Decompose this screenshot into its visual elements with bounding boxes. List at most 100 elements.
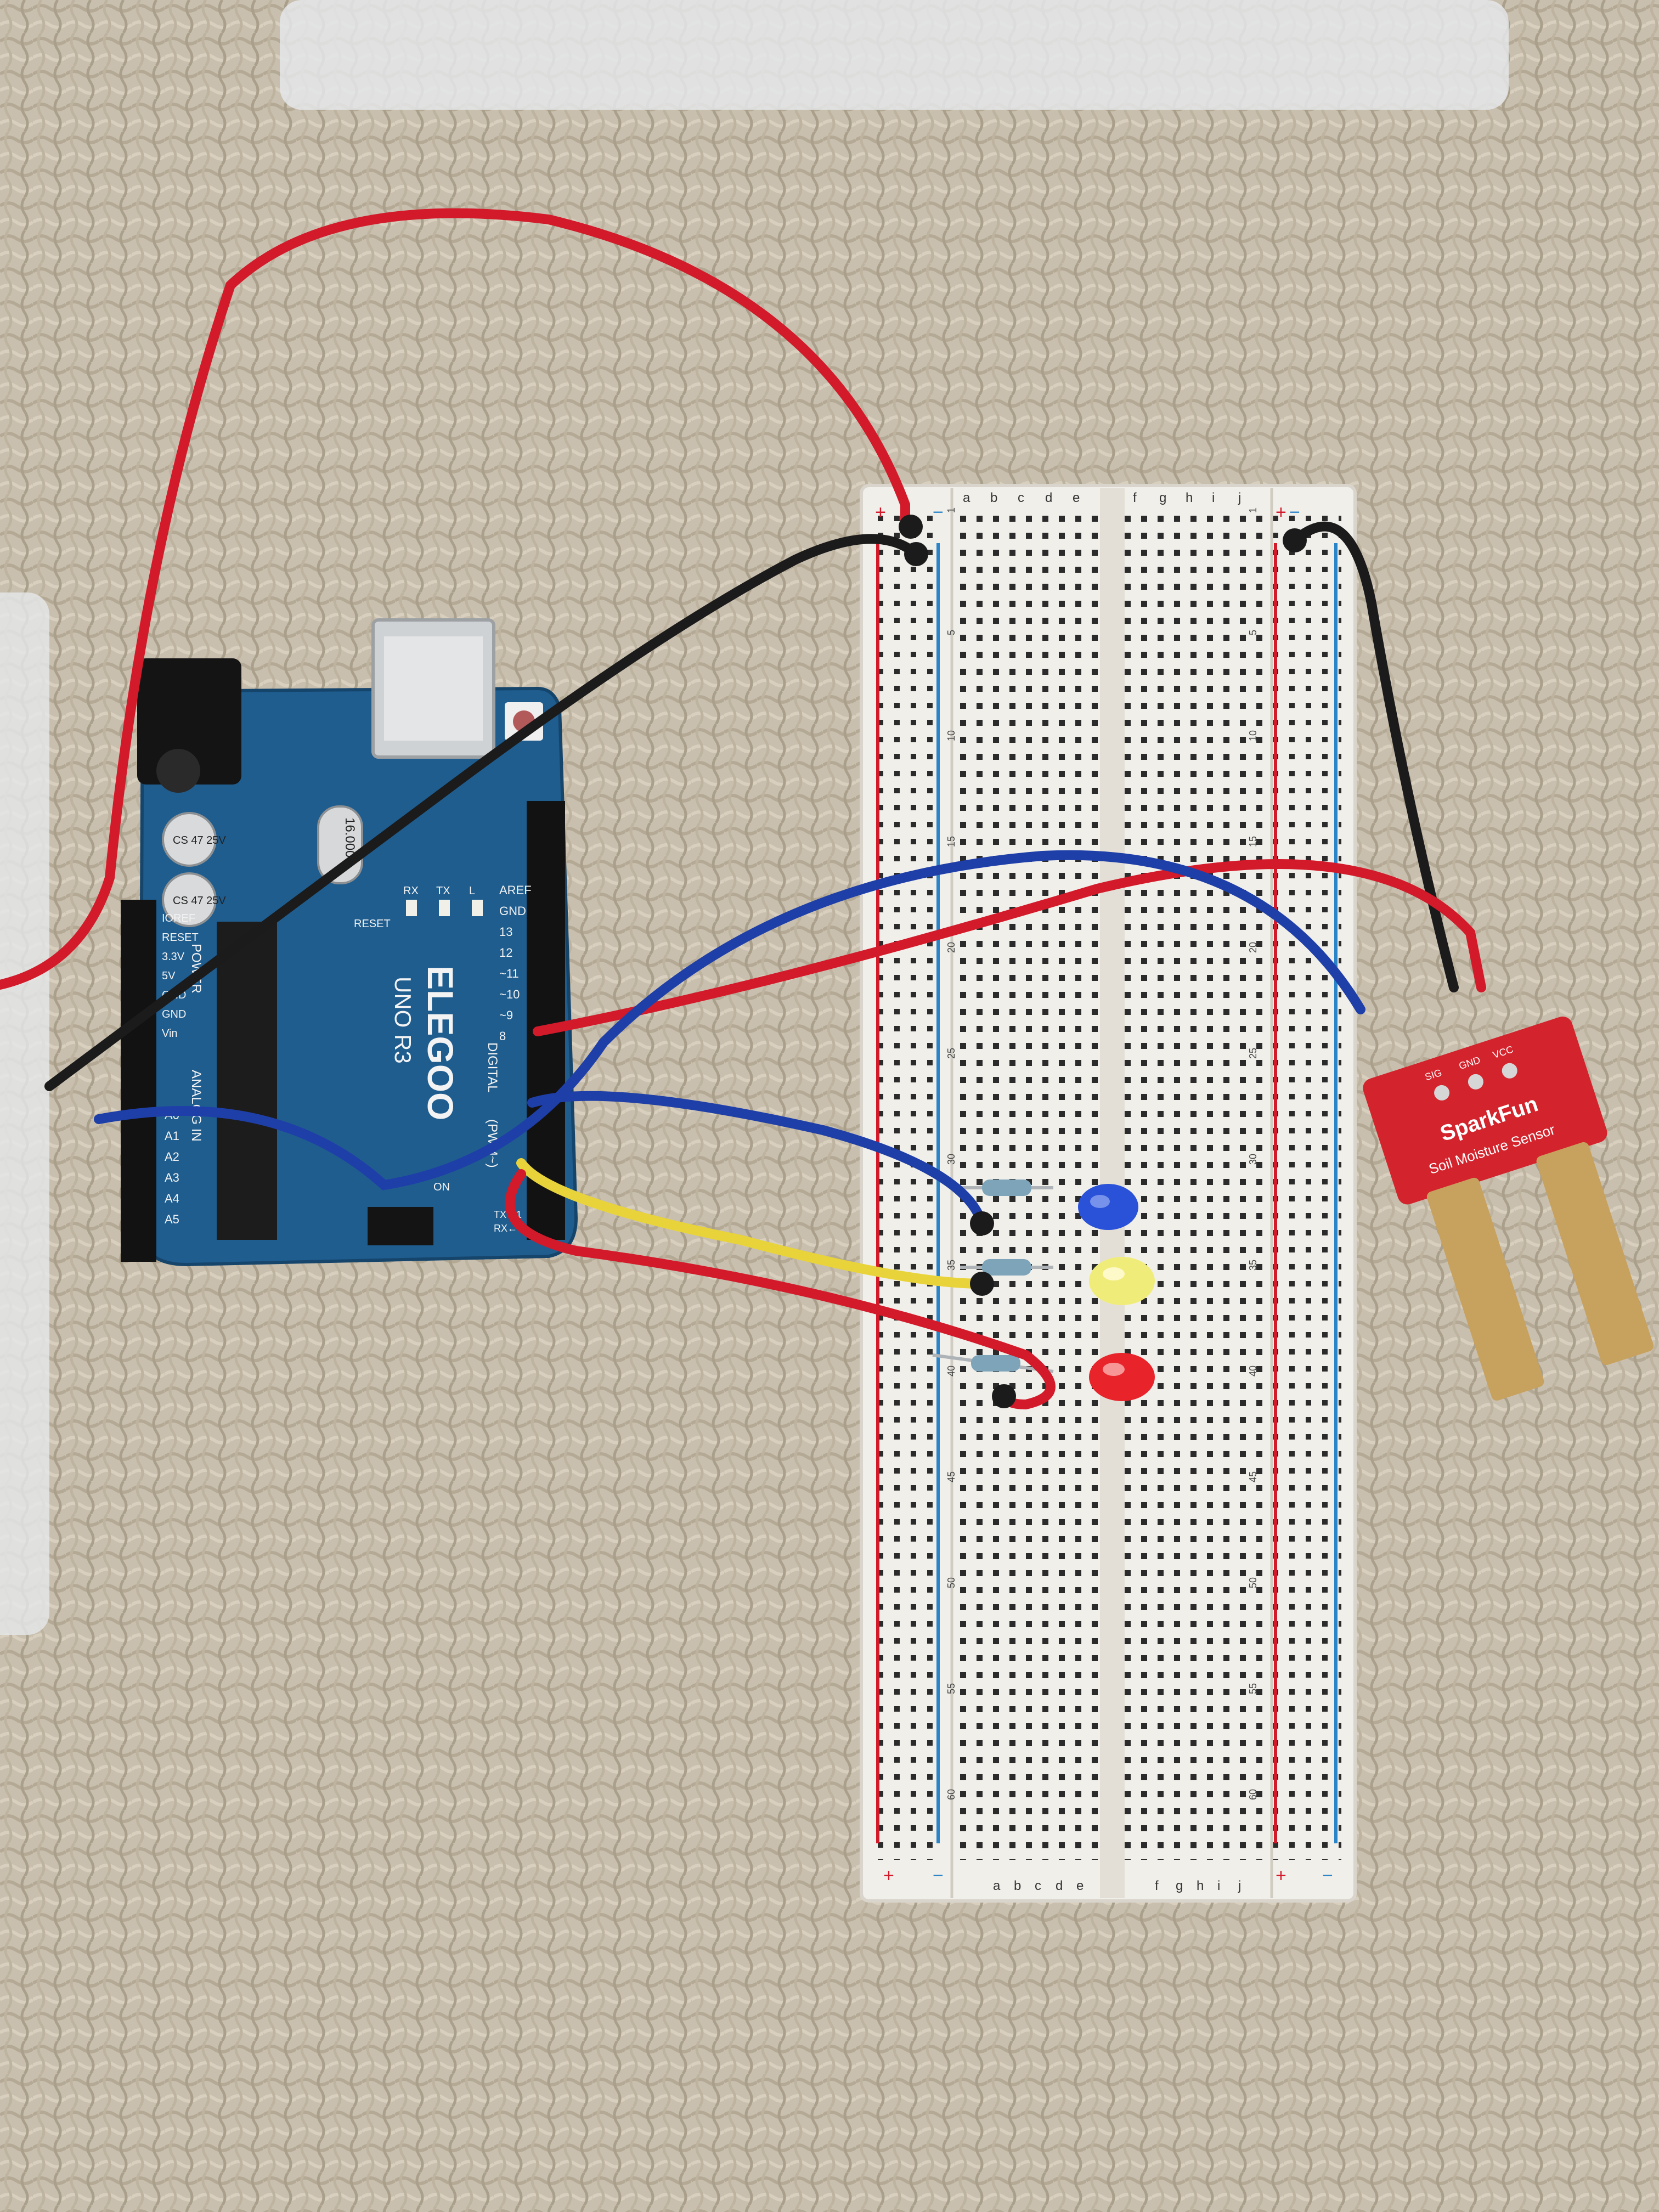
digital-pin-label-7: 8 [499, 1029, 506, 1043]
row-number-right-40: 40 [1248, 1365, 1259, 1376]
row-number-right-5: 5 [1248, 630, 1259, 635]
capacitor-2 [162, 872, 217, 927]
board-led-label-TX: TX [436, 885, 450, 897]
brand-label: ELEGOO [420, 966, 461, 1120]
column-label-a: a [963, 490, 970, 505]
digital-pin-label-6: ~9 [499, 1008, 513, 1022]
wires [0, 208, 1486, 1410]
power-pin-label-6: Vin [162, 1028, 178, 1040]
row-number-25: 25 [946, 1048, 957, 1059]
row-number-10: 10 [946, 730, 957, 741]
row-number-right-30: 30 [1248, 1154, 1259, 1165]
wire-red-pin-to-led [505, 1169, 1056, 1410]
column-label-bottom-h: h [1197, 1878, 1204, 1893]
row-number-right-20: 20 [1248, 942, 1259, 953]
power-pin-label-2: 3.3V [162, 951, 185, 963]
digital-pin-label-1: GND [499, 904, 526, 918]
rail-plus-bottom-left: + [883, 1865, 894, 1886]
sensor-prong-left [1426, 1177, 1544, 1401]
rail-plus-top-left: + [875, 502, 886, 523]
column-label-i: i [1212, 490, 1215, 505]
led-red [1089, 1353, 1155, 1401]
row-number-right-15: 15 [1248, 836, 1259, 847]
row-number-45: 45 [946, 1471, 957, 1482]
digital-pin-label-2: 13 [499, 925, 512, 939]
row-number-right-10: 10 [1248, 730, 1259, 741]
column-label-bottom-e: e [1076, 1878, 1084, 1893]
column-label-bottom-j: j [1238, 1878, 1241, 1893]
digital-pin-label-5: ~10 [499, 988, 520, 1001]
plastic-box-left [0, 592, 49, 1635]
row-number-right-55: 55 [1248, 1683, 1259, 1694]
column-label-c: c [1018, 490, 1024, 505]
column-label-g: g [1159, 490, 1166, 505]
column-label-bottom-g: g [1176, 1878, 1183, 1893]
column-label-bottom-i: i [1217, 1878, 1220, 1893]
power-pin-label-3: 5V [162, 970, 176, 982]
row-number-50: 50 [946, 1577, 957, 1588]
digital-pin-label-0: AREF [499, 883, 532, 897]
analog-pin-label-A3: A3 [165, 1171, 179, 1184]
analog-pin-label-A5: A5 [165, 1212, 179, 1226]
capacitor-label-2: CS 47 25V [173, 895, 226, 907]
row-number-1: 1 [946, 507, 957, 513]
row-number-40: 40 [946, 1365, 957, 1376]
row-number-20: 20 [946, 942, 957, 953]
wire-black-rail-to-sensor [1290, 521, 1459, 992]
row-number-right-1: 1 [1248, 507, 1259, 513]
atmega-chip [217, 922, 277, 1240]
row-number-right-50: 50 [1248, 1577, 1259, 1588]
digital-header [527, 801, 565, 1240]
rail-plus-bottom-right: + [1276, 1865, 1286, 1886]
power-pin-label-5: GND [162, 1008, 186, 1020]
rail-minus-bottom-right: − [1322, 1865, 1333, 1886]
column-label-d: d [1045, 490, 1052, 505]
wire-red-5v-to-rail [0, 208, 910, 990]
column-label-j: j [1238, 490, 1241, 505]
column-label-f: f [1133, 490, 1137, 505]
column-label-bottom-b: b [1014, 1878, 1021, 1893]
wire-yellow-pin-to-led [516, 1158, 987, 1289]
wire-blue-a0-to-sensor [94, 850, 1365, 1190]
rail-plus-top-right: + [1276, 502, 1286, 523]
column-label-bottom-a: a [993, 1878, 1001, 1893]
capacitor-label-1: CS 47 25V [173, 834, 226, 847]
rail-minus-bottom-left: − [933, 1865, 944, 1886]
analog-pin-label-A4: A4 [165, 1192, 179, 1205]
row-number-60: 60 [946, 1789, 957, 1800]
column-label-b: b [990, 490, 997, 505]
leds [1078, 1184, 1155, 1401]
row-number-right-45: 45 [1248, 1471, 1259, 1482]
row-number-15: 15 [946, 836, 957, 847]
power-header [121, 900, 156, 1262]
resistors [932, 1180, 1054, 1373]
analog-title: ANALOG IN [189, 1070, 204, 1142]
rail-minus-top-right: − [1289, 502, 1300, 523]
column-label-bottom-d: d [1056, 1878, 1063, 1893]
wire-blue-pin-to-led [527, 1091, 987, 1228]
power-pin-label-0: IOREF [162, 912, 195, 924]
icsp-header [368, 1207, 433, 1245]
row-number-5: 5 [946, 630, 957, 635]
dc-power-jack [137, 658, 241, 785]
digital-pin-label-4: ~11 [499, 967, 519, 980]
column-label-bottom-f: f [1155, 1878, 1159, 1893]
board-led-label-L: L [469, 885, 475, 897]
arduino-board: CS 47 25V CS 47 25V 16.000 ELEGOO UNO R3… [121, 618, 578, 1267]
row-number-right-60: 60 [1248, 1789, 1259, 1800]
analog-pin-label-A2: A2 [165, 1150, 179, 1164]
capacitor-1 [162, 812, 217, 867]
reset-label: RESET [354, 918, 391, 930]
sensor-prong-right [1536, 1142, 1654, 1365]
on-label: ON [433, 1181, 450, 1193]
analog-pin-label-A1: A1 [165, 1129, 179, 1143]
digital-title: DIGITAL [485, 1042, 500, 1093]
rail-minus-top-left: − [933, 502, 944, 523]
digital-pin-label-3: 12 [499, 946, 512, 960]
column-label-bottom-c: c [1035, 1878, 1041, 1893]
led-blue [1078, 1184, 1138, 1230]
row-number-right-25: 25 [1248, 1048, 1259, 1059]
wire-red-rail-to-sensor [533, 859, 1486, 1036]
